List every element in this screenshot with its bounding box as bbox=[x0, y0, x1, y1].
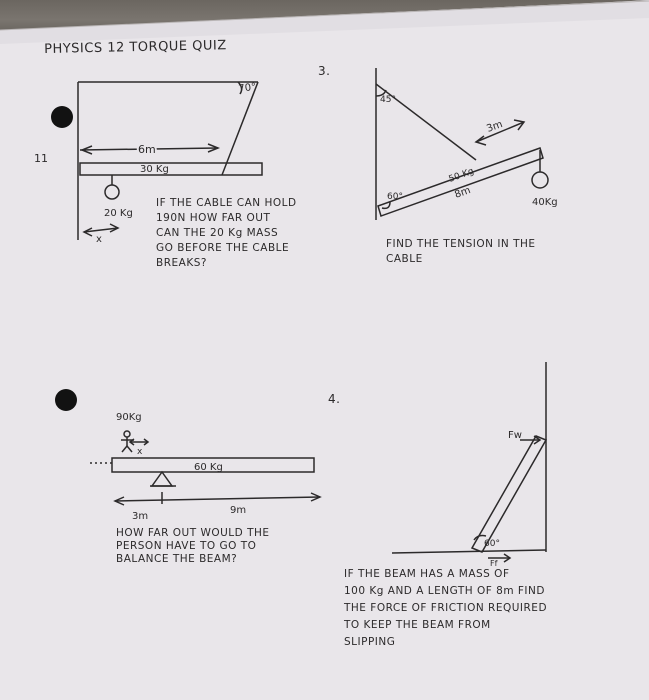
p1-distance-label: 6m bbox=[138, 143, 156, 156]
p3-hanging-mass-label: 40Kg bbox=[532, 197, 558, 208]
p2-person-mass-label: 90Kg bbox=[116, 412, 142, 423]
p1-beam-mass-label: 30 Kg bbox=[140, 164, 169, 175]
hole-punch-1 bbox=[51, 106, 73, 128]
problem-1-question: IF THE CABLE CAN HOLD 190N HOW FAR OUT C… bbox=[156, 197, 297, 269]
p1-variable-label: x bbox=[96, 234, 102, 245]
p2-beam-mass-label: 60 Kg bbox=[194, 462, 223, 473]
p3-top-angle-label: 45° bbox=[380, 95, 396, 105]
diagram-problem-1 bbox=[77, 81, 263, 240]
diagram-seesaw bbox=[90, 430, 322, 506]
p3-cable-length-label: 3m bbox=[485, 119, 504, 135]
p2-right-distance-label: 9m bbox=[230, 505, 246, 516]
p4-wall-force-label: Fw bbox=[508, 430, 522, 441]
problem-3-question: FIND THE TENSION IN THE CABLE bbox=[386, 238, 536, 265]
p1-hanging-mass-label: 20 Kg bbox=[104, 208, 133, 219]
problem-4-number: 4. bbox=[328, 392, 341, 406]
diagram-problem-3 bbox=[375, 68, 549, 220]
hole-punch-2 bbox=[55, 389, 77, 411]
p2-variable-label: x bbox=[137, 447, 143, 457]
p3-bottom-angle-label: 60° bbox=[387, 192, 403, 202]
problem-3-number: 3. bbox=[318, 64, 331, 78]
p2-left-distance-label: 3m bbox=[132, 511, 148, 522]
problem-4-question: IF THE BEAM HAS A MASS OF 100 Kg AND A L… bbox=[344, 568, 548, 648]
p4-angle-label: 60° bbox=[484, 539, 500, 549]
diagram-ladder bbox=[391, 362, 548, 563]
p3-beam-length-label: 8m bbox=[453, 185, 472, 201]
problem-2-question: HOW FAR OUT WOULD THE PERSON HAVE TO GO … bbox=[116, 527, 270, 565]
p1-angle-label: 70° bbox=[238, 82, 257, 95]
p4-friction-label: Ff bbox=[490, 559, 498, 568]
p1-margin-mark: 11 bbox=[34, 152, 48, 165]
